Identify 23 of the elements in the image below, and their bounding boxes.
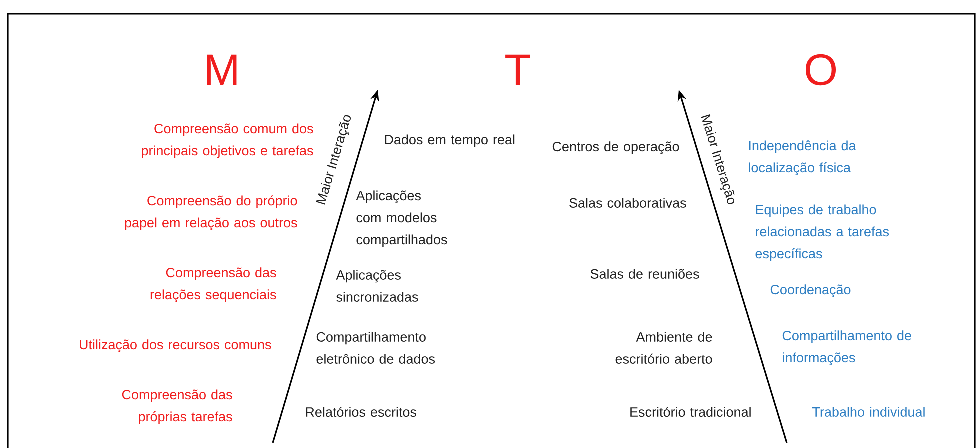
label: Centros de operação [552, 142, 680, 154]
label: Compartilhamento eletrônico de dados [316, 332, 436, 364]
label: Independência da localização física [749, 140, 856, 176]
label: Compreensão comum dos principais objetivos e tarefas [142, 124, 314, 158]
label: Compreensão do próprio papel em relação aos outros [125, 196, 298, 230]
label: Salas de reuniões [590, 269, 700, 279]
label: Utilização dos recursos comuns [80, 340, 272, 352]
letter: M [207, 54, 237, 86]
letter: O [806, 54, 836, 86]
label: Coordenação [770, 284, 851, 298]
label: Dados em tempo real [385, 134, 515, 148]
letter: T [506, 54, 530, 86]
label: Relatórios escritos [306, 406, 416, 418]
label: Escritório tradicional [630, 406, 751, 418]
label: Compreensão das próprias tarefas [122, 390, 232, 424]
label: Ambiente de escritório aberto [616, 332, 712, 364]
label: Compartilhamento de informações [782, 330, 912, 366]
label: Compreensão das relações sequenciais [150, 268, 276, 302]
label: Aplicações com modelos compartilhados [356, 190, 448, 248]
label: Salas colaborativas [570, 198, 686, 208]
label: Aplicações sincronizadas [336, 270, 418, 302]
label: Equipes de trabalho relacionadas a tarefas específicas [756, 204, 890, 262]
label: Trabalho individual [812, 407, 925, 417]
